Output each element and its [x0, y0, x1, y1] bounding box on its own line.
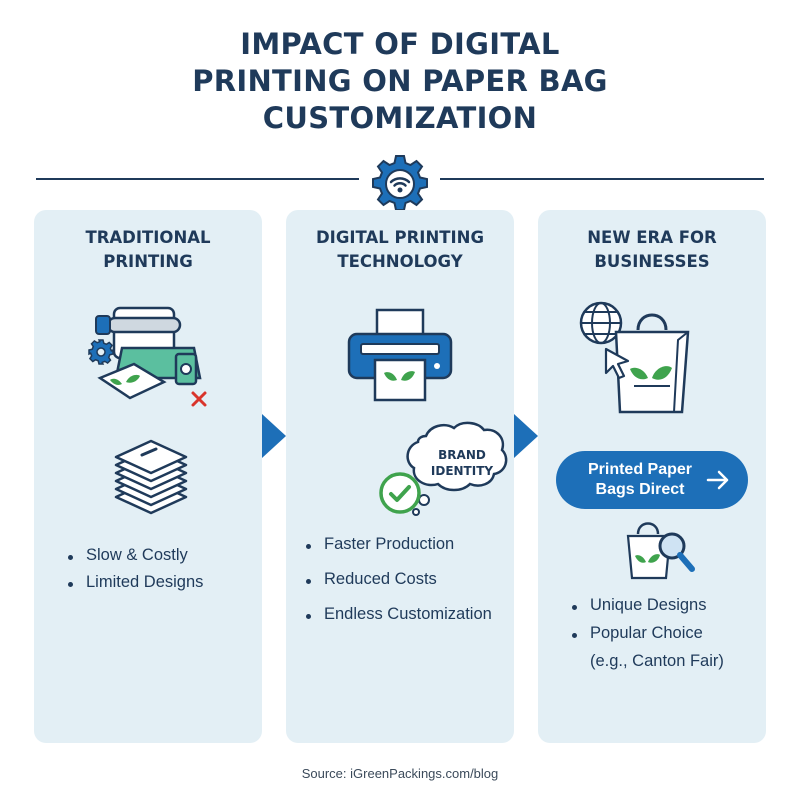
cursor-icon: [604, 347, 630, 380]
bullet-list-digital: Faster Production Reduced Costs Endless …: [304, 535, 492, 640]
title-line-1: IMPACT OF DIGITAL: [240, 27, 560, 61]
column-title-line: BUSINESSES: [594, 252, 710, 271]
list-item: Faster Production: [304, 535, 492, 570]
error-x-icon: [191, 391, 207, 407]
list-item: Endless Customization: [304, 605, 492, 640]
column-title-line: DIGITAL PRINTING: [315, 228, 484, 247]
printing-press-icon: [95, 306, 202, 400]
globe-icon: [579, 301, 623, 345]
shopping-bag-icon: [614, 313, 690, 414]
list-item: Limited Designs: [66, 573, 203, 600]
arrow-right-icon: [706, 470, 729, 490]
cta-label-line: Bags Direct: [595, 481, 685, 498]
list-item: Slow & Costly: [66, 546, 203, 573]
list-item-note: (e.g., Canton Fair): [590, 652, 724, 670]
column-title-new-era: NEW ERA FOR BUSINESSES: [538, 226, 766, 274]
header-divider-left: [36, 178, 359, 180]
list-item: Unique Designs: [570, 596, 724, 624]
check-circle-icon: [379, 472, 421, 514]
digital-printer-icon: [347, 308, 453, 402]
source-credit: Source: iGreenPackings.com/blog: [301, 766, 499, 781]
title-line-3: CUSTOMIZATION: [262, 101, 538, 135]
bag-search-icon: [626, 522, 695, 580]
page-title: IMPACT OF DIGITAL PRINTING ON PAPER BAG …: [0, 26, 800, 137]
gear-icon: [88, 339, 114, 365]
title-line-2: PRINTING ON PAPER BAG: [192, 64, 608, 98]
paper-stack-icon: [114, 439, 188, 515]
column-title-line: TRADITIONAL: [85, 228, 211, 247]
list-item: Reduced Costs: [304, 570, 492, 605]
bullet-list-traditional: Slow & Costly Limited Designs: [66, 546, 203, 600]
cta-label-line: Printed Paper: [587, 461, 693, 478]
column-title-line: NEW ERA FOR: [587, 228, 717, 247]
flow-arrow-1: [262, 414, 286, 458]
cta-label: Printed Paper Bags Direct: [580, 460, 700, 500]
column-title-line: TECHNOLOGY: [337, 252, 463, 271]
header-divider-right: [440, 178, 764, 180]
gear-wifi-icon: [372, 155, 428, 211]
column-title-traditional: TRADITIONAL PRINTING: [34, 226, 262, 274]
column-title-digital: DIGITAL PRINTING TECHNOLOGY: [286, 226, 514, 274]
column-title-line: PRINTING: [103, 252, 193, 271]
brand-identity-bubble: BRAND IDENTITY: [406, 421, 508, 516]
list-item: Popular Choice: [570, 624, 724, 652]
bubble-line: IDENTITY: [431, 464, 494, 478]
printed-paper-bags-direct-button[interactable]: Printed Paper Bags Direct: [556, 451, 748, 509]
bubble-line: BRAND: [438, 448, 486, 462]
bullet-list-new-era: Unique Designs Popular Choice (e.g., Can…: [570, 596, 724, 680]
flow-arrow-2: [514, 414, 538, 458]
